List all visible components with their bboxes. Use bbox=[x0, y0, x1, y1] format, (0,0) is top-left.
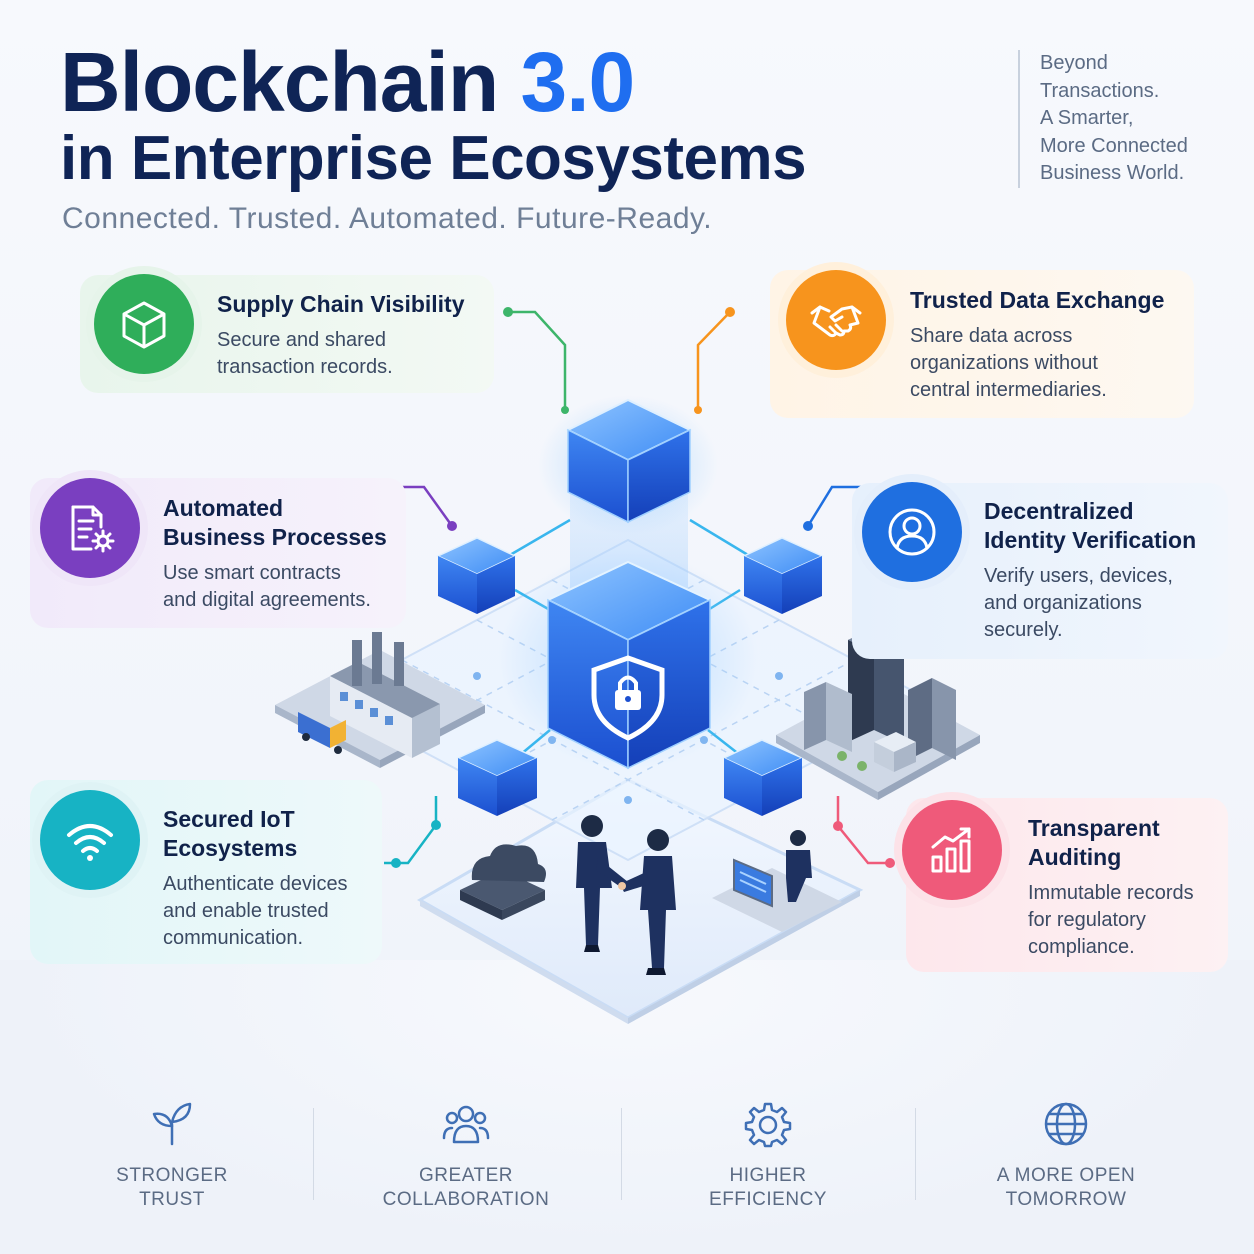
page-title: Blockchain 3.0 bbox=[60, 35, 635, 129]
auditing-icon-circle bbox=[894, 792, 1010, 908]
supply-chain-title: Supply Chain Visibility bbox=[217, 291, 465, 317]
cloud-server-illustration bbox=[460, 844, 546, 920]
identity-icon-circle bbox=[854, 474, 970, 590]
gear-icon bbox=[744, 1102, 792, 1148]
automated-text: Automated Business Processes Use smart c… bbox=[163, 494, 403, 614]
shield-lock-icon bbox=[591, 655, 665, 741]
automated-icon-circle bbox=[32, 470, 148, 586]
value-divider bbox=[313, 1108, 314, 1200]
right-block-cube bbox=[742, 537, 824, 614]
laptop-worker-illustration bbox=[712, 830, 842, 932]
handshake-icon bbox=[810, 305, 862, 338]
left-block-cube bbox=[436, 537, 517, 614]
user-identity-icon bbox=[888, 508, 936, 556]
title-accent: 3.0 bbox=[520, 35, 635, 129]
tagline: Connected. Trusted. Automated. Future-Re… bbox=[62, 202, 713, 235]
value-greater-collaboration: GREATER COLLABORATION bbox=[346, 1100, 586, 1212]
page-subtitle: in Enterprise Ecosystems bbox=[60, 124, 807, 193]
value-open-tomorrow: A MORE OPEN TOMORROW bbox=[946, 1100, 1186, 1212]
top-block-cube bbox=[538, 395, 718, 535]
value-divider bbox=[621, 1108, 622, 1200]
factory-illustration bbox=[275, 632, 485, 768]
growth-chart-icon bbox=[931, 827, 971, 873]
trusted-data-icon-circle bbox=[778, 262, 894, 378]
supply-chain-text: Supply Chain Visibility Secure and share… bbox=[217, 290, 492, 381]
value-stronger-trust: STRONGER TRUST bbox=[52, 1100, 292, 1212]
box-icon bbox=[122, 301, 166, 349]
trusted-data-title: Trusted Data Exchange bbox=[910, 287, 1165, 313]
globe-icon bbox=[1044, 1102, 1088, 1146]
trusted-data-text: Trusted Data Exchange Share data across … bbox=[910, 286, 1195, 404]
value-higher-efficiency: HIGHER EFFICIENCY bbox=[648, 1100, 888, 1212]
iot-icon-circle bbox=[32, 782, 148, 898]
bottom-left-block-cube bbox=[456, 739, 539, 816]
iot-text: Secured IoT Ecosystems Authenticate devi… bbox=[163, 805, 378, 952]
value-divider bbox=[915, 1108, 916, 1200]
supply-chain-icon-circle bbox=[86, 266, 202, 382]
sprout-icon bbox=[152, 1102, 192, 1146]
people-icon bbox=[442, 1105, 490, 1144]
auditing-text: Transparent Auditing Immutable records f… bbox=[1028, 814, 1226, 961]
side-note: Beyond Transactions. A Smarter, More Con… bbox=[1018, 50, 1228, 188]
wifi-icon bbox=[67, 824, 113, 861]
identity-text: Decentralized Identity Verification Veri… bbox=[984, 497, 1224, 644]
document-gear-icon bbox=[71, 505, 115, 553]
lower-platform bbox=[416, 778, 864, 1024]
iot-title: Secured IoT Ecosystems bbox=[163, 806, 298, 861]
businessmen-handshake-illustration bbox=[576, 815, 676, 975]
bottom-right-block-cube bbox=[722, 739, 804, 816]
auditing-title: Transparent Auditing bbox=[1028, 815, 1160, 870]
automated-title: Automated Business Processes bbox=[163, 495, 387, 550]
identity-title: Decentralized Identity Verification bbox=[984, 498, 1197, 553]
